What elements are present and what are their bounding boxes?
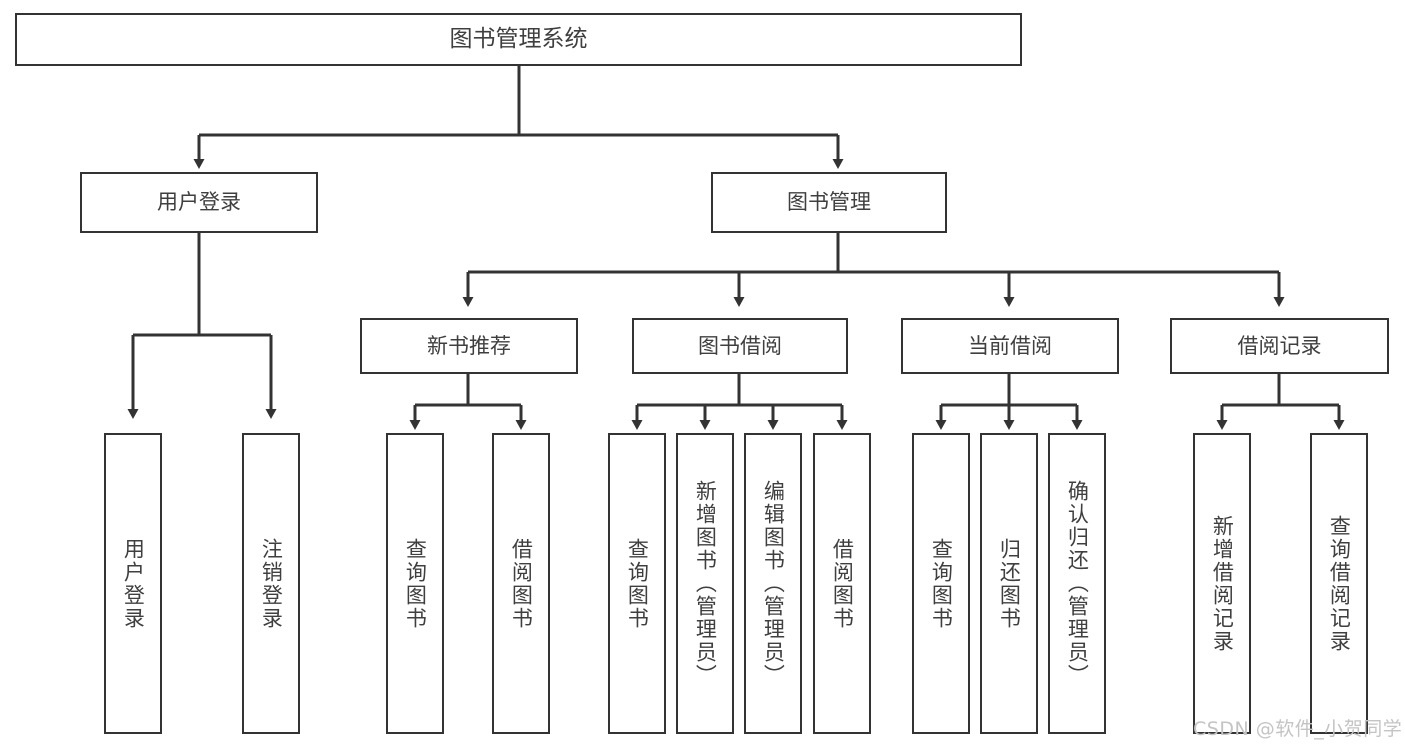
leaf-query-book-borrow[interactable]: 查询图书 [608, 433, 666, 734]
leaf-confirm-return-admin[interactable]: 确认归还（管理员） [1048, 433, 1106, 734]
leaf-borrow-book-recommend[interactable]: 借阅图书 [492, 433, 550, 734]
leaf-borrow-book[interactable]: 借阅图书 [813, 433, 871, 734]
leaf-user-login[interactable]: 用户登录 [104, 433, 162, 734]
node-label: 查询图书 [929, 537, 954, 630]
node-label: 借阅图书 [830, 537, 855, 630]
leaf-add-book-admin[interactable]: 新增图书（管理员） [676, 433, 734, 734]
node-label: 新书推荐 [427, 333, 511, 358]
node-label: 查询借阅记录 [1327, 514, 1352, 653]
leaf-add-borrow-record[interactable]: 新增借阅记录 [1193, 433, 1251, 734]
leaf-query-borrow-record[interactable]: 查询借阅记录 [1310, 433, 1368, 734]
node-label: 注销登录 [259, 537, 284, 630]
leaf-logout[interactable]: 注销登录 [242, 433, 300, 734]
node-label: 借阅图书 [509, 537, 534, 630]
node-borrowing-record[interactable]: 借阅记录 [1170, 318, 1389, 374]
node-label: 当前借阅 [968, 333, 1052, 358]
leaf-return-book[interactable]: 归还图书 [980, 433, 1038, 734]
node-label: 图书借阅 [698, 333, 782, 358]
node-label: 确认归还（管理员） [1065, 480, 1090, 687]
node-book-management[interactable]: 图书管理 [711, 172, 947, 233]
node-label: 编辑图书（管理员） [761, 480, 786, 687]
node-label: 图书管理 [787, 190, 871, 215]
node-label: 查询图书 [403, 537, 428, 630]
node-label: 图书管理系统 [449, 25, 588, 52]
node-label: 归还图书 [997, 537, 1022, 630]
node-label: 新增图书（管理员） [693, 480, 718, 687]
node-label: 用户登录 [157, 190, 241, 215]
csdn-watermark: CSDN @软件_小贺同学 [1193, 718, 1403, 740]
node-label: 用户登录 [121, 537, 146, 630]
node-new-book-recommendation[interactable]: 新书推荐 [360, 318, 578, 374]
leaf-edit-book-admin[interactable]: 编辑图书（管理员） [744, 433, 802, 734]
node-label: 借阅记录 [1237, 333, 1322, 358]
node-user-login[interactable]: 用户登录 [80, 172, 318, 233]
node-root-book-management-system[interactable]: 图书管理系统 [15, 13, 1022, 66]
leaf-query-book-current[interactable]: 查询图书 [912, 433, 970, 734]
leaf-query-book-recommend[interactable]: 查询图书 [386, 433, 444, 734]
node-label: 新增借阅记录 [1210, 514, 1235, 653]
node-label: 查询图书 [625, 537, 650, 630]
node-current-borrowing[interactable]: 当前借阅 [901, 318, 1119, 374]
node-book-borrowing[interactable]: 图书借阅 [632, 318, 848, 374]
